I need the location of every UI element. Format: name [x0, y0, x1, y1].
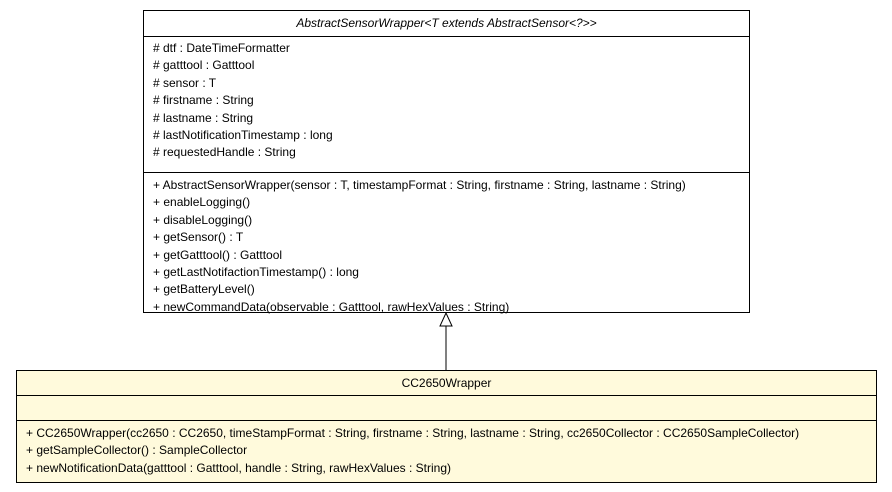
class-name: AbstractSensorWrapper<T extends Abstract…: [144, 11, 749, 37]
operation: + disableLogging(): [153, 212, 253, 227]
attribute: # dtf : DateTimeFormatter: [153, 41, 290, 55]
operation: + getBatteryLevel(): [153, 282, 255, 297]
attribute: # firstname : String: [153, 93, 254, 108]
operations-section: + CC2650Wrapper(cc2650 : CC2650, timeSta…: [17, 421, 876, 477]
class-name: CC2650Wrapper: [17, 371, 876, 396]
operation: + getGatttool() : Gatttool: [153, 247, 283, 262]
attribute: # lastNotificationTimestamp : long: [153, 127, 333, 142]
attribute: # requestedHandle : String: [153, 145, 296, 160]
attributes-section: [17, 396, 876, 421]
cc2650-wrapper-class[interactable]: CC2650Wrapper + CC2650Wrapper(cc2650 : C…: [16, 370, 877, 483]
attribute: # lastname : String: [153, 110, 254, 125]
attribute: # gatttool : Gatttool: [153, 58, 255, 73]
operation: + newCommandData(observable : Gatttool, …: [153, 299, 510, 314]
operation: + newNotificationData(gatttool : Gatttoo…: [26, 460, 451, 475]
attributes-section: # dtf : DateTimeFormatter # gatttool : G…: [144, 37, 749, 173]
operation: + enableLogging(): [153, 195, 251, 210]
abstract-sensor-wrapper-class[interactable]: AbstractSensorWrapper<T extends Abstract…: [143, 10, 750, 316]
operation: + getSensor() : T: [153, 230, 244, 245]
operation: + AbstractSensorWrapper(sensor : T, time…: [153, 178, 686, 192]
operation: + getLastNotifactionTimestamp() : long: [153, 264, 359, 279]
operations-section: + AbstractSensorWrapper(sensor : T, time…: [144, 173, 749, 316]
generalization-arrowhead: [439, 311, 453, 327]
attribute: # sensor : T: [153, 75, 217, 90]
operation: + CC2650Wrapper(cc2650 : CC2650, timeSta…: [26, 426, 800, 440]
operation: + getSampleCollector() : SampleCollector: [26, 443, 248, 458]
